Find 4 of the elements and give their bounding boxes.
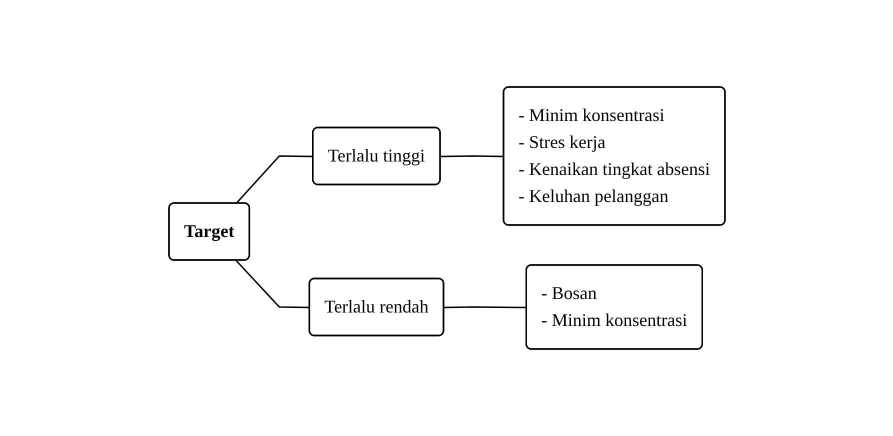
connector [235,155,313,204]
connector [444,306,526,308]
connector [440,155,504,158]
connector [235,260,310,308]
